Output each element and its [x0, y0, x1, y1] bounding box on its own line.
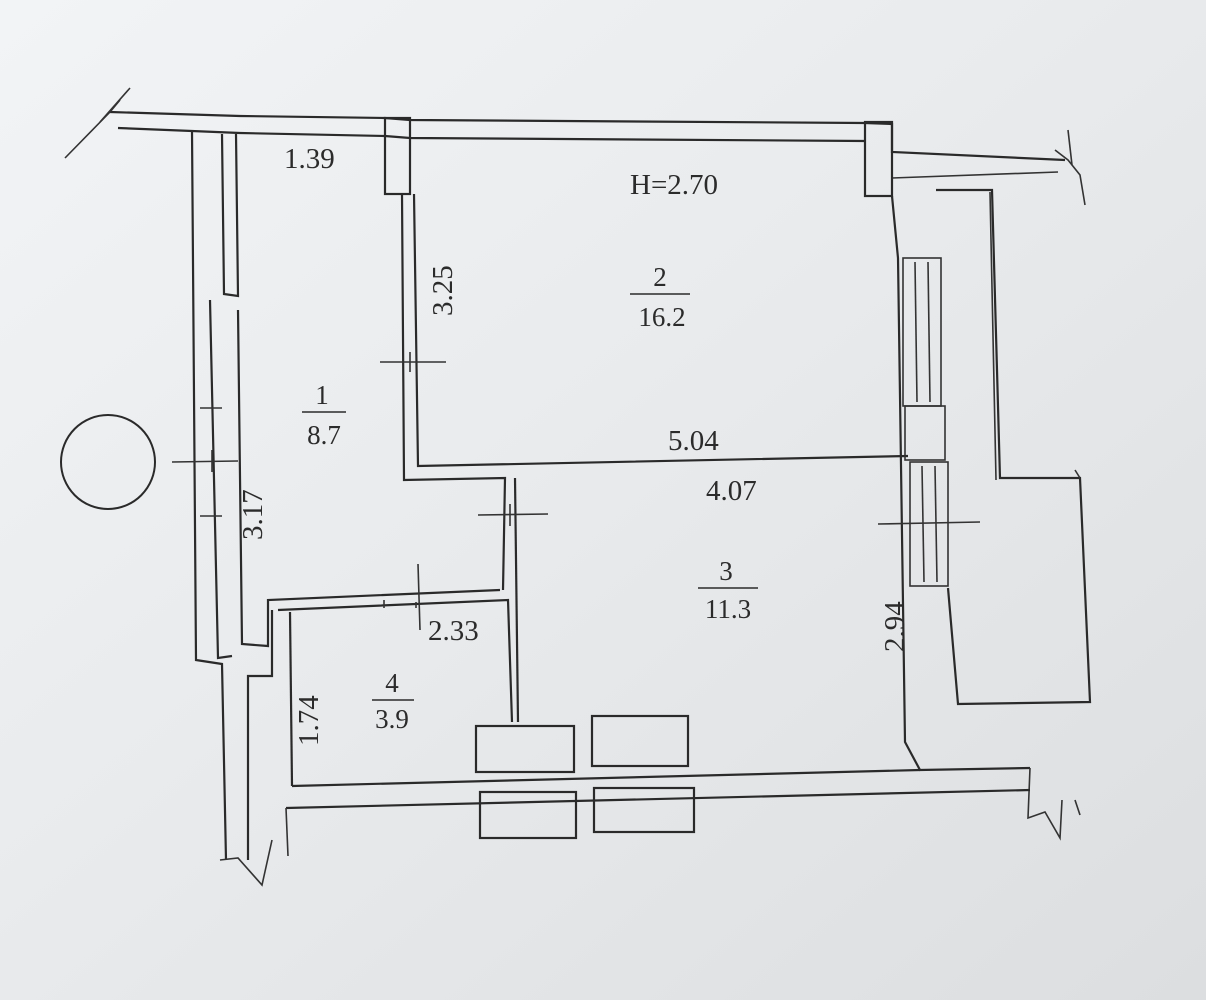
room-4-label: 4 3.9 [372, 668, 414, 734]
room-number: 1 [315, 380, 329, 410]
dimension-3-25: 3.25 [427, 265, 459, 316]
dimension-2-94: 2.94 [879, 601, 911, 652]
dimension-2-33: 2.33 [428, 615, 479, 647]
room-number: 2 [653, 262, 667, 292]
dimension-1-39: 1.39 [284, 143, 335, 175]
room-area: 3.9 [375, 704, 409, 734]
dimension-1-74: 1.74 [293, 695, 325, 746]
room-4-walls [277, 598, 514, 787]
room-3-label: 3 11.3 [698, 556, 758, 624]
room-1-label: 1 8.7 [302, 380, 346, 450]
columns [383, 116, 894, 198]
room-2-label: 2 16.2 [630, 262, 690, 332]
left-wall [190, 130, 501, 887]
partition-1-2 [400, 193, 909, 723]
dimension-3-17: 3.17 [237, 489, 269, 540]
north-circle-icon [60, 414, 156, 510]
room-area: 11.3 [705, 594, 751, 624]
room-number: 4 [385, 668, 399, 698]
ceiling-height-label: H=2.70 [630, 169, 718, 201]
tick-marks [171, 352, 981, 631]
bottom-wall [285, 714, 1031, 857]
room-area: 16.2 [638, 302, 685, 332]
room-area: 8.7 [307, 420, 341, 450]
dimension-5-04: 5.04 [668, 425, 719, 457]
dimension-4-07: 4.07 [706, 475, 757, 507]
room-number: 3 [719, 556, 733, 586]
right-wall [890, 188, 1092, 841]
